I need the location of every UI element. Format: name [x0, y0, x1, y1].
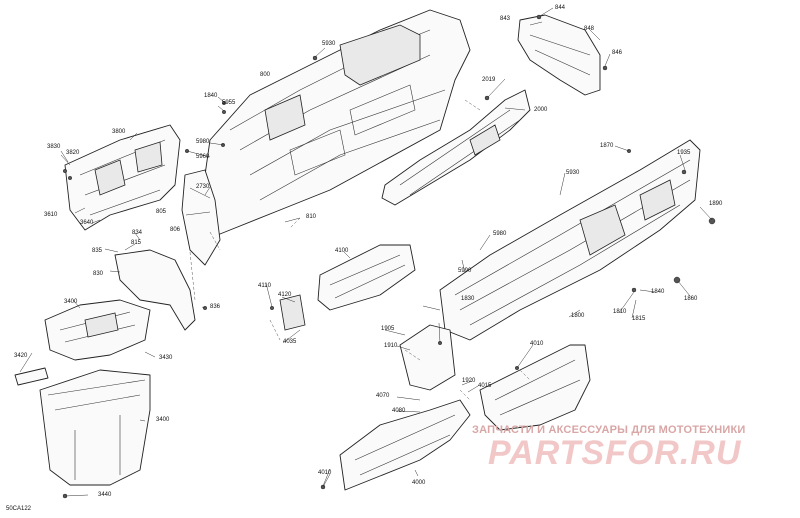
diagram-label: 4015 — [478, 383, 492, 389]
diagram-label: 3610 — [44, 212, 58, 218]
diagram-label: 1935 — [677, 150, 691, 156]
diagram-label: 4120 — [278, 292, 292, 298]
diagram-label: 2730 — [196, 184, 210, 190]
diagram-label: 1910 — [384, 343, 398, 349]
diagram-label: 3830 — [47, 144, 61, 150]
diagram-label: 4000 — [412, 480, 426, 486]
diagram-label: 844 — [555, 5, 566, 11]
diagram-label: 3820 — [66, 150, 80, 156]
diagram-label: 1810 — [613, 309, 627, 315]
watermark-subtitle: ЗАПЧАСТИ И АКСЕССУАРЫ ДЛЯ МОТОТЕХНИКИ — [472, 424, 746, 436]
diagram-label: 3400 — [64, 299, 78, 305]
diagram-label: 3440 — [98, 492, 112, 498]
diagram-label: 1860 — [684, 296, 698, 302]
diagram-label: 830 — [93, 271, 104, 277]
diagram-label: 1800 — [571, 313, 585, 319]
diagram-label: 805 — [156, 209, 167, 215]
diagram-label: 3420 — [14, 353, 28, 359]
corner-trim-846 — [517, 14, 601, 96]
diagram-label: 835 — [92, 248, 103, 254]
diagram-label: 5955 — [222, 100, 236, 106]
diagram-label: 1920 — [462, 378, 476, 384]
diagram-label: 810 — [306, 214, 317, 220]
diagram-label: 2019 — [482, 77, 496, 83]
diagram-label: 1870 — [600, 143, 614, 149]
diagram-label: 1840 — [204, 93, 218, 99]
leader-lines — [19, 7, 713, 497]
diagram-label: 848 — [584, 26, 595, 32]
diagram-label: 1890 — [709, 201, 723, 207]
diagram-label: 5980 — [196, 139, 210, 145]
diagram-label: 5990 — [458, 268, 472, 274]
diagram-label: 3800 — [112, 129, 126, 135]
diagram-label: 2000 — [534, 107, 548, 113]
diagram-label: 4110 — [258, 283, 271, 289]
floor-tray-4000 — [339, 324, 471, 491]
storage-lid-3400 — [14, 299, 151, 386]
diagram-label: 4035 — [283, 339, 297, 345]
diagram-label: 806 — [170, 227, 181, 233]
diagram-label: 5960 — [196, 154, 210, 160]
diagram-label: 4100 — [335, 248, 349, 254]
diagram-label: 3430 — [159, 355, 173, 361]
diagram-label: 5980 — [493, 231, 507, 237]
strut-2000 — [381, 89, 531, 206]
diagram-label: 834 — [132, 230, 143, 236]
diagram-label: 1815 — [632, 316, 646, 322]
diagram-label: 843 — [500, 16, 511, 22]
diagram-label: 4010 — [318, 470, 332, 476]
storage-box-3400 — [39, 369, 151, 486]
lower-rear-panel-1800 — [439, 139, 701, 341]
left-panel-3800 — [64, 124, 181, 231]
diagram-label: 4010 — [530, 341, 544, 347]
diagram-label: 1905 — [381, 326, 395, 332]
diagram-label: 836 — [210, 304, 221, 310]
bracket-4100 — [279, 244, 416, 331]
diagram-label: 3640 — [80, 220, 94, 226]
diagram-label: 1830 — [461, 296, 475, 302]
side-bracket-830 — [114, 169, 221, 331]
diagram-label: 4070 — [376, 393, 390, 399]
diagram-label: 1840 — [651, 289, 665, 295]
diagram-label: 3400 — [156, 417, 170, 423]
diagram-label: 5930 — [322, 41, 336, 47]
lower-bracket-4010 — [479, 344, 591, 431]
diagram-label: 815 — [131, 240, 142, 246]
diagram-code: 50CA122 — [6, 506, 32, 512]
upper-rear-panel-800 — [199, 9, 471, 241]
diagram-label: 800 — [260, 72, 271, 78]
watermark-logo: PARTSFOR.RU — [488, 434, 742, 472]
diagram-label: 4080 — [392, 408, 406, 414]
diagram-label: 846 — [612, 50, 623, 56]
diagram-label: 5930 — [566, 170, 580, 176]
